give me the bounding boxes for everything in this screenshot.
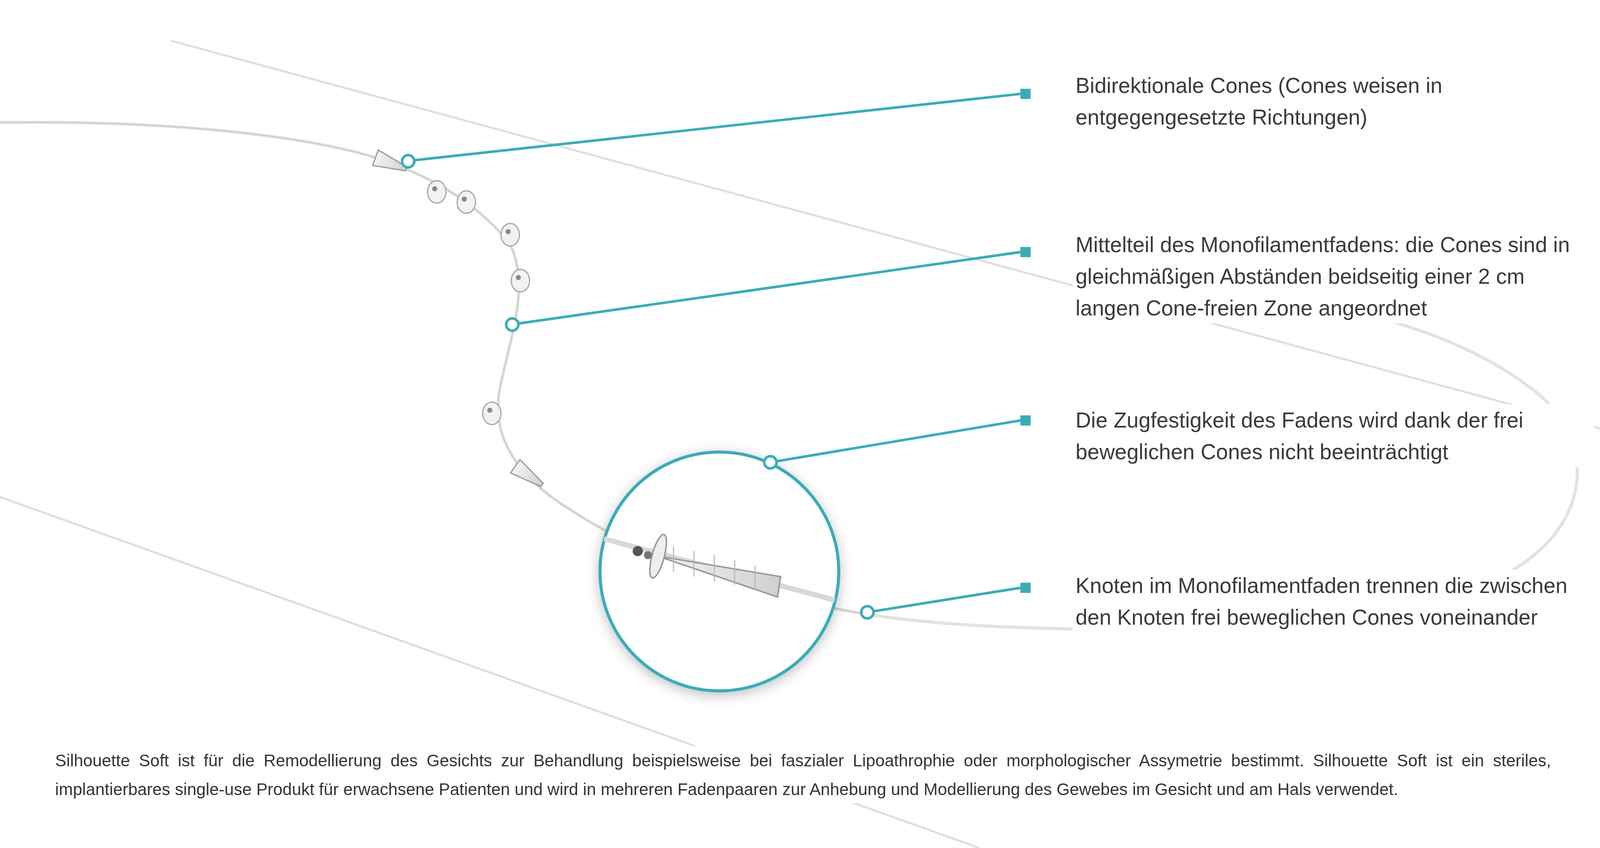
callout-text: Die Zugfestigkeit des Fadens wird dank d… — [1072, 404, 1594, 468]
bead-knot — [505, 229, 511, 235]
zoom-detail — [600, 452, 839, 691]
callout-text: Mittelteil des Monofilamentfadens: die C… — [1072, 228, 1594, 324]
leader-lines — [402, 93, 1021, 619]
bead — [427, 180, 446, 203]
caption: Silhouette Soft ist für die Remodellieru… — [55, 745, 1551, 803]
leader-ends — [1020, 88, 1031, 593]
callout-text: Bidirektionale Cones (Cones weisen in en… — [1072, 69, 1594, 133]
bead-knot — [487, 407, 493, 413]
callout-text: Knoten im Monofilamentfaden trennen die … — [1072, 569, 1594, 633]
bead — [500, 223, 520, 246]
bead-knot — [461, 196, 467, 202]
bead — [482, 402, 501, 425]
cone — [510, 459, 547, 492]
bead — [457, 190, 476, 214]
bead-knot — [515, 275, 521, 280]
cones — [372, 150, 547, 492]
sheet-edge — [171, 40, 1600, 429]
bead — [511, 269, 530, 293]
bead-knot — [432, 186, 438, 192]
